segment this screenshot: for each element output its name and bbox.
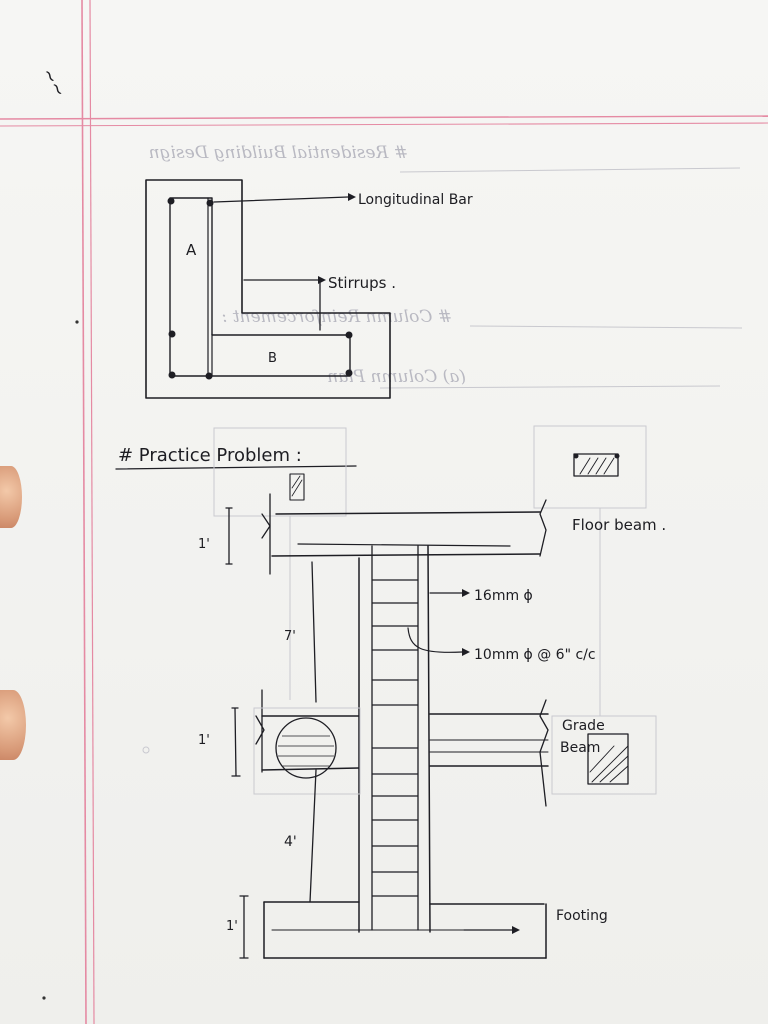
label-a: A (186, 241, 197, 259)
grade-beam-label-2: Beam (560, 740, 600, 756)
bar-16mm-label: 16mm ϕ (474, 588, 533, 604)
top-left-mark: ~~ (37, 64, 70, 101)
dim-lower: 4' (284, 834, 297, 850)
floor-beam-section (289, 453, 620, 501)
ruled-lines (379, 167, 743, 389)
grade-beam-label-1: Grade (562, 718, 605, 734)
dim-bottom: 1' (226, 919, 238, 934)
column-elevation (225, 493, 549, 959)
faded-note-3: (a) Column Plan (327, 367, 466, 387)
l-column-section (145, 179, 391, 399)
finger-top (0, 466, 22, 528)
stirrups-label: Stirrups . (328, 274, 396, 292)
faint-outlines (213, 425, 657, 795)
longitudinal-bar-label: Longitudinal Bar (358, 192, 473, 208)
grade-beam-section (587, 733, 629, 785)
faded-note-1: # Residential Building Design (149, 143, 408, 163)
floor-beam-label: Floor beam . (572, 516, 666, 534)
dim-mid: 1' (198, 733, 210, 748)
dim-upper: 7' (284, 629, 296, 644)
label-b: B (268, 351, 277, 366)
bar-10mm-label: 10mm ϕ @ 6" c/c (474, 647, 596, 663)
finger-bottom (0, 690, 26, 760)
faded-note-2: # Column Reinforcement : (222, 307, 452, 327)
dim-top: 1' (198, 537, 210, 552)
footing-label: Footing (556, 908, 608, 924)
practice-heading: # Practice Problem : (118, 445, 302, 466)
